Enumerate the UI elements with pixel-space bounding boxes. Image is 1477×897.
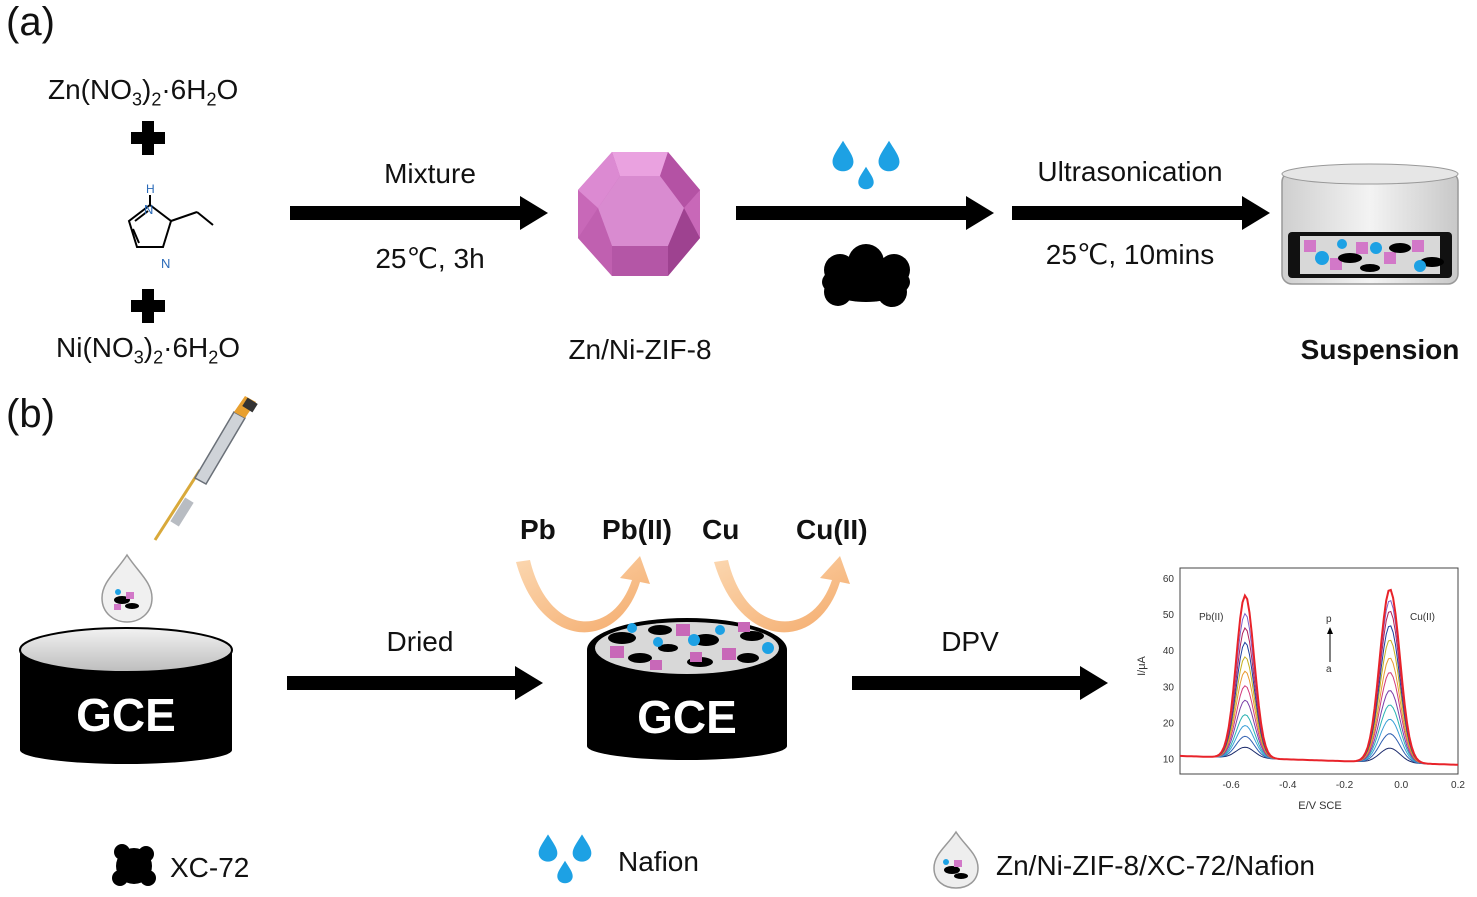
- dpv-y-axis: 10 20 30 40 50 60: [1163, 574, 1175, 766]
- dpv-plot: 10 20 30 40 50 60 -0.6 -0.4 -0.2 0.0 0.2: [1163, 567, 1465, 791]
- panel-a-label: (a): [6, 0, 55, 44]
- xc72-carbon-icon: [822, 244, 910, 307]
- step-dried-label: Dried: [386, 626, 454, 657]
- suspension-jar-icon: [1281, 163, 1459, 285]
- nafion-drops-icon: [832, 140, 900, 190]
- plus-icon-2: [131, 289, 165, 323]
- dpv-y-tick: 50: [1163, 610, 1175, 621]
- dpv-y-axis-label: I/μA: [1135, 656, 1148, 676]
- dpv-cu-label: Cu(II): [1410, 612, 1435, 623]
- step-ultrasonication-label: Ultrasonication: [1037, 156, 1223, 187]
- gce-electrode-1: [19, 627, 233, 764]
- gce-label-1: GCE: [76, 689, 176, 741]
- ion-cu-label: Cu(II): [796, 514, 868, 545]
- zif8-crystal-icon: [578, 152, 700, 276]
- composite-droplet-icon: [101, 553, 153, 623]
- dpv-y-tick: 30: [1163, 682, 1175, 693]
- dpv-y-tick: 10: [1163, 755, 1175, 766]
- metal-cu-label: Cu: [702, 514, 740, 545]
- imidazole-n2: N: [161, 256, 170, 271]
- legend-nafion-label: Nafion: [618, 846, 699, 877]
- dpv-p-label: p: [1326, 614, 1332, 625]
- dpv-curves: [1179, 588, 1459, 766]
- product-zif8-label: Zn/Ni-ZIF-8: [568, 334, 712, 365]
- legend-xc72-label: XC-72: [170, 852, 250, 883]
- metal-pb-label: Pb: [520, 514, 556, 545]
- arrow-add: [736, 196, 994, 230]
- pipette-icon: [153, 396, 258, 541]
- arrow-dried: [287, 666, 543, 700]
- panel-b-label: (b): [6, 392, 55, 436]
- arrow-mixture: [290, 196, 548, 230]
- arrow-ultrasonication: [1012, 196, 1270, 230]
- legend-nafion-icon: [538, 834, 592, 884]
- dpv-pb-label: Pb(II): [1199, 612, 1224, 623]
- arrow-dpv: [852, 666, 1108, 700]
- dpv-x-tick: -0.6: [1222, 780, 1240, 791]
- imidazole-n1: N: [144, 202, 153, 217]
- reaction-arrow-pb: [516, 556, 650, 633]
- imidazole-structure: [127, 195, 214, 248]
- reagent-ni-nitrate: Ni(NO3)2·6H2O: [56, 332, 241, 368]
- step-mixture-label: Mixture: [384, 158, 476, 189]
- dpv-y-tick: 40: [1163, 646, 1175, 657]
- dpv-a-label: a: [1326, 664, 1332, 675]
- legend-composite-icon: [933, 830, 979, 889]
- legend-xc72-icon: [112, 844, 156, 886]
- step-ultrasonication-conditions: 25℃, 10mins: [1045, 239, 1215, 270]
- step-mixture-conditions: 25℃, 3h: [375, 243, 485, 274]
- ion-pb-label: Pb(II): [602, 514, 672, 545]
- gce-electrode-2-modified: [587, 618, 787, 760]
- reagent-zn-nitrate: Zn(NO3)2·6H2O: [48, 74, 239, 110]
- suspension-label: Suspension: [1300, 334, 1460, 365]
- dpv-x-tick: 0.0: [1394, 780, 1408, 791]
- gce-label-2: GCE: [637, 691, 737, 743]
- dpv-x-tick: -0.2: [1336, 780, 1354, 791]
- dpv-curve: [1179, 588, 1459, 766]
- step-dpv-label: DPV: [941, 626, 999, 657]
- dpv-x-tick: 0.2: [1451, 780, 1465, 791]
- dpv-x-tick: -0.4: [1279, 780, 1297, 791]
- imidazole-h: H: [146, 182, 155, 196]
- plus-icon-1: [131, 121, 165, 155]
- dpv-x-axis: -0.6 -0.4 -0.2 0.0 0.2: [1222, 780, 1465, 791]
- legend-composite-label: Zn/Ni-ZIF-8/XC-72/Nafion: [996, 850, 1315, 881]
- dpv-y-tick: 20: [1163, 718, 1175, 729]
- dpv-y-tick: 60: [1163, 574, 1175, 585]
- dpv-x-axis-label: E/V SCE: [1298, 800, 1342, 812]
- reaction-arrow-cu: [714, 556, 850, 633]
